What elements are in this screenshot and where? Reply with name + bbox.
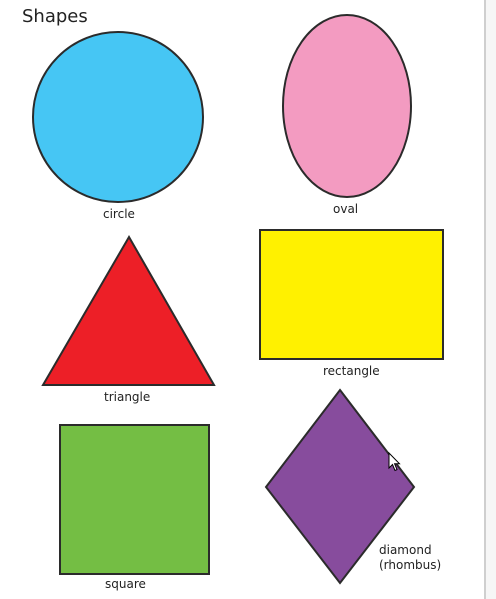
circle-shape: [32, 31, 204, 203]
oval-shape: [282, 14, 412, 198]
rectangle-shape: [259, 229, 444, 360]
page-title: Shapes: [22, 6, 88, 27]
square-shape: [59, 424, 210, 575]
worksheet-page: Shapes circle oval triangle rectangle sq…: [22, 6, 444, 591]
square-label: square: [105, 577, 146, 591]
triangle-label: triangle: [104, 390, 151, 404]
triangle-shape: [41, 235, 216, 386]
vertical-scrollbar[interactable]: [486, 0, 496, 599]
oval-label: oval: [333, 202, 359, 216]
mouse-pointer-icon: [388, 452, 401, 472]
circle-label: circle: [103, 207, 135, 221]
scrollbar-edge: [484, 0, 486, 599]
diamond-label: diamond (rhombus): [379, 543, 442, 572]
shapes-canvas: [32, 14, 444, 585]
rectangle-label: rectangle: [323, 364, 380, 378]
